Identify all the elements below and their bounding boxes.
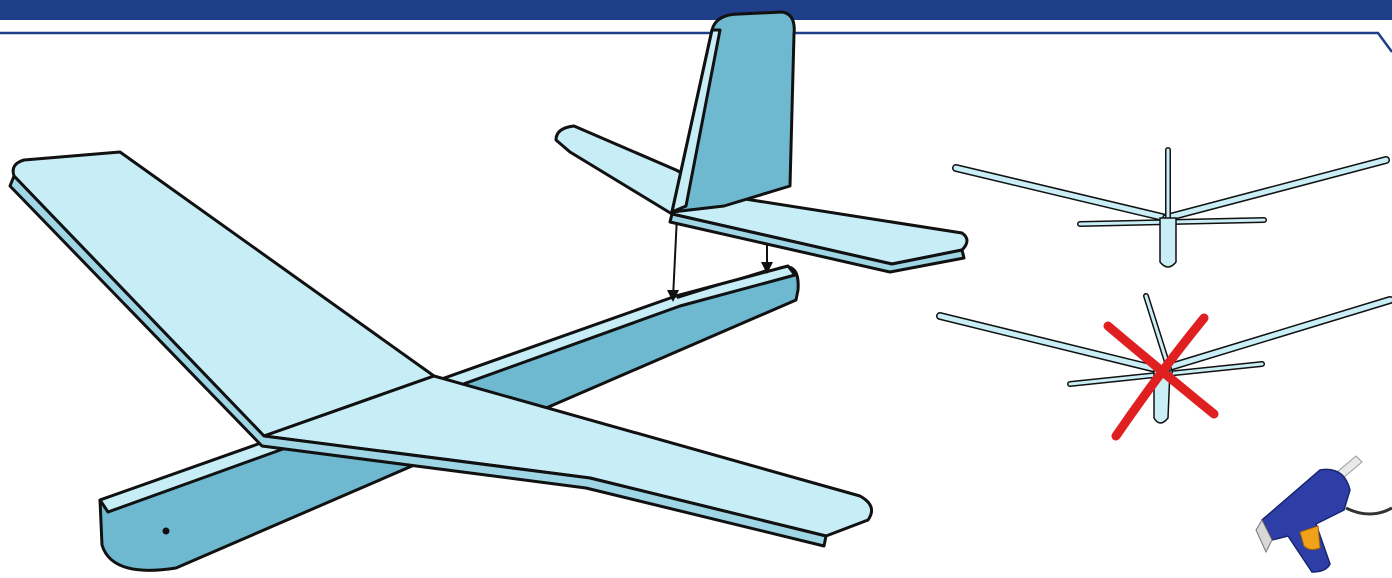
main-wing [8, 150, 874, 548]
wing-right [262, 374, 874, 538]
fuselage-stub [1159, 217, 1177, 268]
wing-stick-right-wrong-core [1157, 297, 1392, 373]
arrow-left-head [667, 290, 679, 302]
hot-glue-gun-icon [1255, 455, 1392, 573]
wing-left [11, 150, 436, 438]
wing-stick-right-core [1163, 157, 1389, 221]
glue-gun-cable [1345, 506, 1392, 516]
wing-stick-left-wrong-core [937, 313, 1163, 373]
fin-side [670, 10, 796, 214]
red-x-icon [1103, 313, 1219, 441]
wrong-alignment-diagram [936, 293, 1392, 441]
horizontal-stabilizer [554, 124, 969, 274]
vertical-fin [670, 10, 796, 214]
frame-line [0, 31, 1392, 53]
glider-illustration [8, 10, 969, 572]
slot-line [676, 269, 768, 299]
arrow-left-line [672, 215, 678, 299]
assembly-arrows [667, 215, 773, 302]
arrow-right-head [761, 262, 773, 274]
glue-gun-body [1261, 468, 1351, 573]
glue-gun-trigger [1299, 525, 1321, 551]
frame-corner [1356, 0, 1392, 18]
correct-alignment-diagram [952, 147, 1390, 268]
header-frame [0, 0, 1392, 53]
wing-stick-left-core [953, 165, 1169, 221]
fuselage-hole [162, 527, 170, 535]
wing-edge [8, 174, 828, 548]
header-bar [0, 0, 1392, 20]
fin-edge [670, 28, 722, 214]
red-x-stroke-2 [1111, 313, 1209, 441]
stabilizer-edge [668, 212, 966, 274]
glue-gun-nozzle [1255, 518, 1273, 554]
wing-center-line [263, 375, 435, 437]
